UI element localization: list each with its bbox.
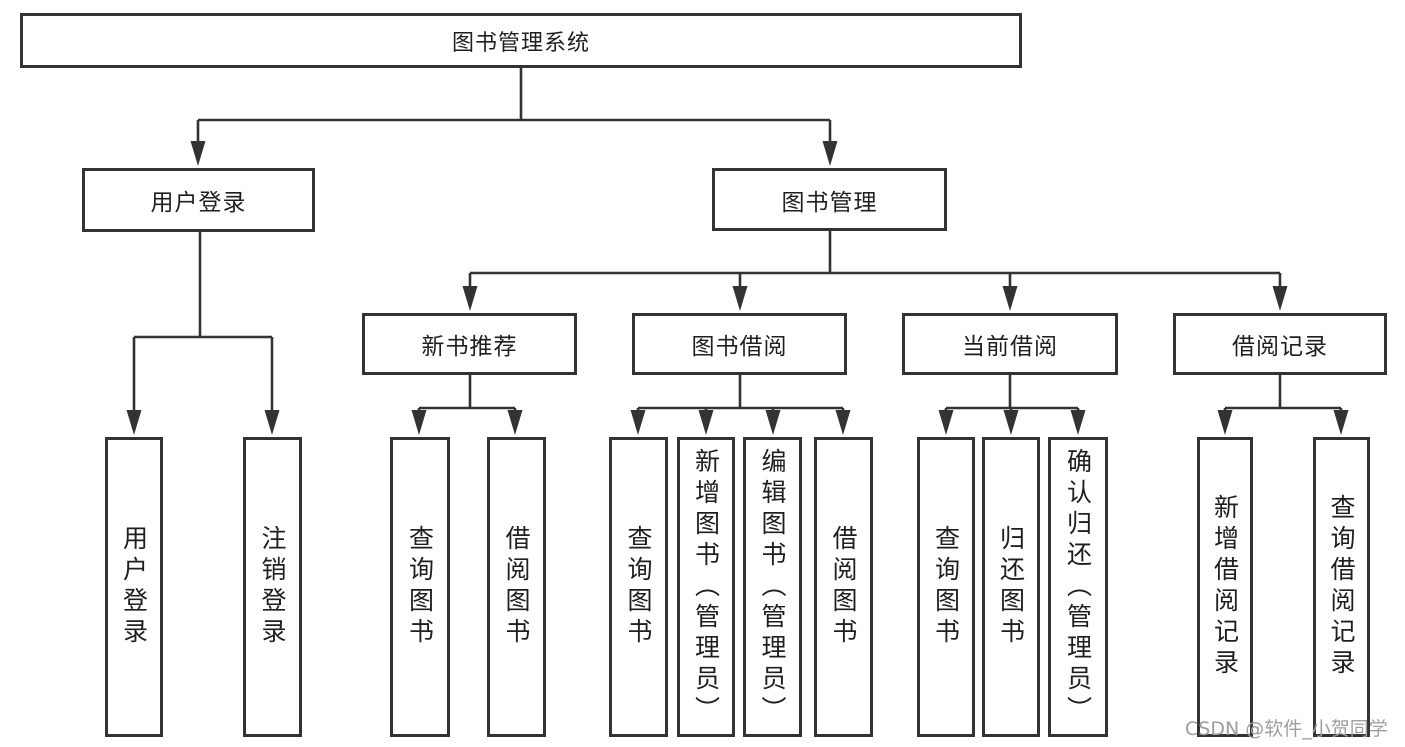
leaf-edit-books-admin: 编辑图书（管理员） [743,437,802,737]
leaf-logout-login-label: 注销登录 [258,525,287,649]
node-new-book-recommend: 新书推荐 [362,313,577,375]
node-borrow-records: 借阅记录 [1173,313,1387,375]
leaf-return-books-label: 归还图书 [996,525,1026,649]
leaf-query-books-3-label: 查询图书 [931,525,961,649]
node-book-management: 图书管理 [712,168,947,231]
node-user-login: 用户登录 [82,168,315,232]
arrowhead [462,286,478,311]
arrowhead [1333,410,1349,435]
arrowhead [190,141,206,166]
leaf-query-books-3: 查询图书 [917,437,975,737]
leaf-confirm-return-admin-label: 确认归还（管理员） [1063,447,1093,727]
leaf-query-borrow-record-label: 查询借阅记录 [1327,494,1356,680]
connector-new-book-recommend [417,375,517,418]
arrowhead [1003,410,1019,435]
leaf-query-books-1-label: 查询图书 [405,525,435,649]
leaf-query-books-1: 查询图书 [390,437,450,737]
leaf-borrow-books-1: 借阅图书 [487,437,546,737]
arrowhead [1070,410,1086,435]
leaf-add-borrow-record-label: 新增借阅记录 [1210,494,1240,680]
leaf-add-books-admin: 新增图书（管理员） [677,437,735,737]
arrowhead [822,141,838,166]
connector-book-borrowing [636,375,845,418]
leaf-query-books-2-label: 查询图书 [624,525,653,649]
leaf-return-books: 归还图书 [982,437,1040,737]
leaf-borrow-books-2: 借阅图书 [814,437,873,737]
connector-user-login [132,232,274,418]
leaf-add-borrow-record: 新增借阅记录 [1197,437,1253,737]
leaf-logout-login: 注销登录 [243,437,302,737]
leaf-borrow-books-1-label: 借阅图书 [502,525,531,649]
node-library-management-system: 图书管理系统 [20,13,1022,68]
arrowhead [630,410,646,435]
arrowhead [126,410,142,435]
arrowhead [411,410,427,435]
arrowhead [732,286,748,311]
leaf-add-books-admin-label: 新增图书（管理员） [691,447,721,727]
connector-root [196,68,832,148]
leaf-query-borrow-record: 查询借阅记录 [1313,437,1370,737]
node-book-borrowing: 图书借阅 [632,313,847,375]
csdn-watermark: CSDN @软件_小贺同学 [1185,718,1388,740]
connector-borrow-records [1223,375,1343,418]
leaf-query-books-2: 查询图书 [609,437,668,737]
connector-book-management [468,231,1282,293]
leaf-confirm-return-admin: 确认归还（管理员） [1048,437,1108,737]
arrowhead [835,410,851,435]
arrowhead [264,410,280,435]
leaf-user-login-label: 用户登录 [119,525,149,649]
arrowhead [698,410,714,435]
arrowhead [1272,286,1288,311]
arrowhead [1002,286,1018,311]
leaf-borrow-books-2-label: 借阅图书 [829,525,858,649]
leaf-edit-books-admin-label: 编辑图书（管理员） [758,447,787,727]
arrowhead [765,410,781,435]
arrowhead [938,410,954,435]
leaf-user-login: 用户登录 [105,437,163,737]
arrowhead [1217,410,1233,435]
node-current-borrowing: 当前借阅 [902,313,1118,375]
arrowheads [126,141,1349,435]
arrowhead [507,410,523,435]
